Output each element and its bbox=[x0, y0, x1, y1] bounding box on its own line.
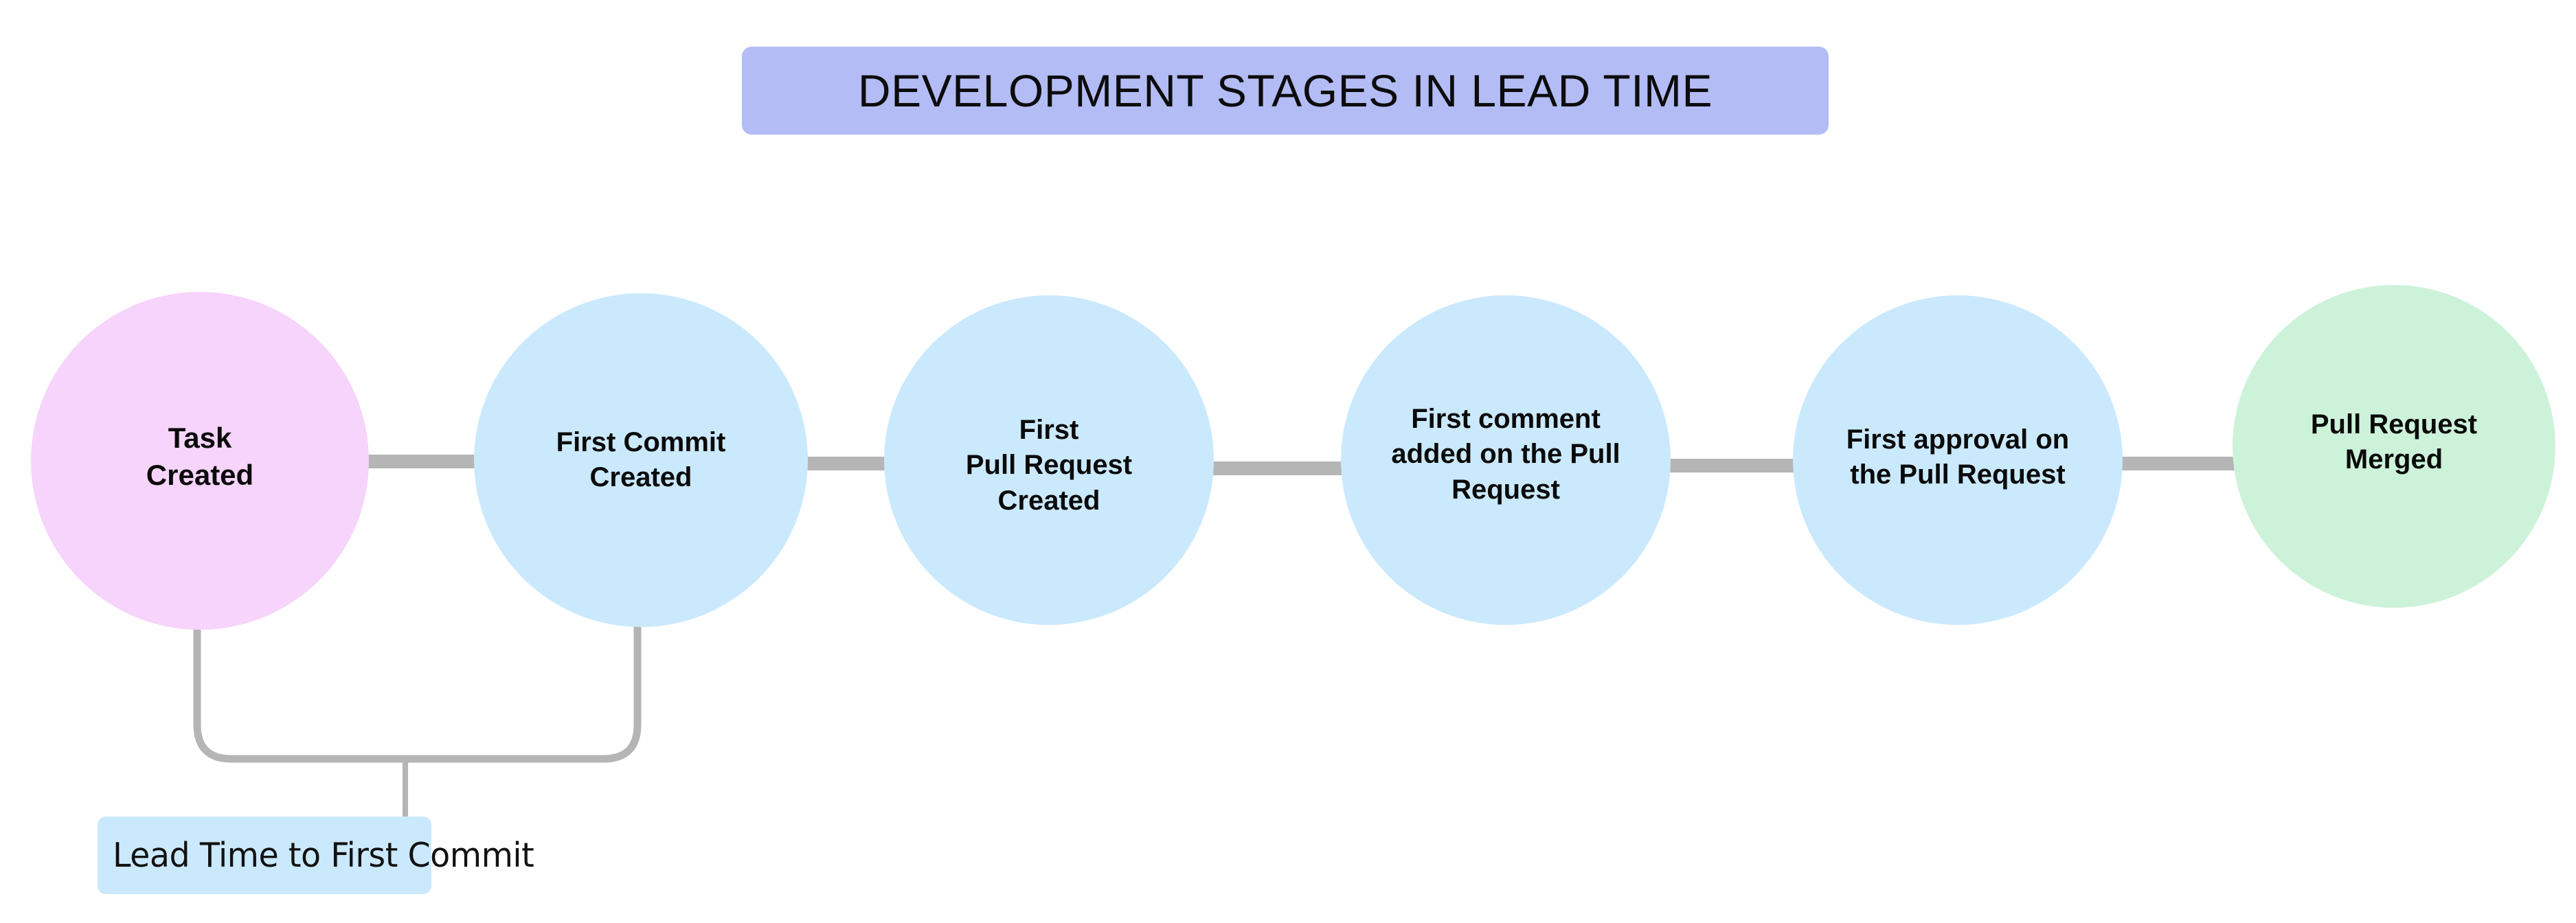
connector-rail-3-4 bbox=[1199, 461, 1357, 475]
stage-label: First comment added on the Pull Request bbox=[1391, 404, 1620, 505]
annotation-lead-time-to-first-commit[interactable]: Lead Time to First Commit bbox=[98, 817, 534, 894]
stage-label: Pull Request Merged bbox=[2310, 409, 2478, 475]
stage-label: First approval on the Pull Request bbox=[1846, 424, 2070, 490]
page-title: DEVELOPMENT STAGES IN LEAD TIME bbox=[742, 47, 1829, 135]
connector-rail-2-3 bbox=[793, 457, 907, 470]
stage-node-pull-request-merged[interactable]: Pull Request Merged bbox=[2233, 285, 2555, 608]
page-title-text: DEVELOPMENT STAGES IN LEAD TIME bbox=[857, 65, 1713, 116]
connector-rail-4-5 bbox=[1656, 459, 1810, 472]
stage-node-task-created[interactable]: Task Created bbox=[31, 292, 369, 630]
annotation-label: Lead Time to First Commit bbox=[113, 836, 534, 875]
stage-node-first-pull-request-created[interactable]: First Pull Request Created bbox=[884, 295, 1214, 625]
bracket-path bbox=[193, 615, 642, 763]
lead-time-bracket bbox=[193, 615, 642, 817]
stage-node-first-comment-on-pull-request[interactable]: First comment added on the Pull Request bbox=[1341, 295, 1671, 625]
stage-label: Task Created bbox=[146, 422, 254, 491]
stage-node-first-commit-created[interactable]: First Commit Created bbox=[474, 293, 808, 627]
stage-label: First Commit Created bbox=[556, 426, 726, 492]
stage-node-first-approval-on-pull-request[interactable]: First approval on the Pull Request bbox=[1793, 295, 2123, 625]
stage-label: First Pull Request Created bbox=[965, 415, 1133, 516]
connector-rail-5-6 bbox=[2108, 457, 2248, 470]
connector-rail-1-2 bbox=[347, 455, 505, 468]
